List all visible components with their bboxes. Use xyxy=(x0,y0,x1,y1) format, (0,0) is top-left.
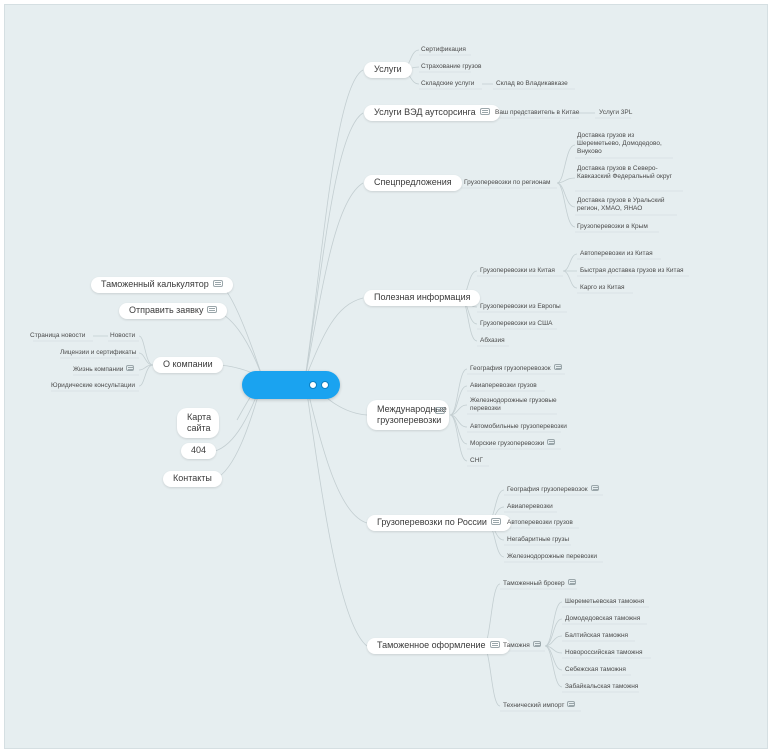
node-uslugi[interactable]: Услуги xyxy=(364,62,412,78)
sub-avto-r[interactable]: Автоперевозки грузов xyxy=(507,519,573,526)
sub-abhaz[interactable]: Абхазия xyxy=(480,337,505,344)
node-mezhd-label: Международные грузоперевозки xyxy=(377,404,447,425)
sub-sng[interactable]: СНГ xyxy=(470,457,483,464)
sub-yurid[interactable]: Юридические консультации xyxy=(51,382,136,389)
node-polez-label: Полезная информация xyxy=(374,292,471,302)
sub-str-nov[interactable]: Страница новости xyxy=(30,332,86,339)
sub-krym[interactable]: Грузоперевозки в Крым xyxy=(577,223,648,230)
sub-geo-m-label: География грузоперевозок xyxy=(470,365,551,372)
sub-licen[interactable]: Лицензии и сертификаты xyxy=(60,349,137,356)
sub-tamozhni[interactable]: Таможня xyxy=(503,641,541,650)
note-icon xyxy=(126,365,135,372)
note-icon xyxy=(489,641,500,649)
node-404-label: 404 xyxy=(191,445,207,455)
node-ved-label: Услуги ВЭД аутсорсинга xyxy=(374,107,476,117)
sub-kargo[interactable]: Карго из Китая xyxy=(580,284,625,291)
node-zayavka[interactable]: Отправить заявку xyxy=(119,303,228,319)
node-polez[interactable]: Полезная информация xyxy=(364,290,481,306)
sub-tech-label: Технический импорт xyxy=(503,702,565,709)
node-spec[interactable]: Спецпредложения xyxy=(364,175,462,191)
note-icon xyxy=(532,641,541,648)
sub-domod[interactable]: Домодедовская таможня xyxy=(565,615,641,622)
sub-more-m-label: Морские грузоперевозки xyxy=(470,440,545,447)
sub-dost-skfo[interactable]: Доставка грузов в Северо-Кавказский Феде… xyxy=(577,165,673,180)
sub-3pl[interactable]: Услуги 3PL xyxy=(599,109,633,116)
sub-zhd-r[interactable]: Железнодорожные перевозки xyxy=(507,553,597,560)
sub-sklad[interactable]: Складские услуги xyxy=(421,80,475,87)
node-uslugi-label: Услуги xyxy=(374,64,402,74)
sub-predst[interactable]: Ваш представитель в Китае xyxy=(495,109,580,116)
node-calc-label: Таможенный калькулятор xyxy=(101,279,209,289)
sub-avia-r[interactable]: Авиаперевозки xyxy=(507,503,553,510)
note-icon xyxy=(567,579,576,586)
note-icon xyxy=(547,439,556,446)
node-mezhd[interactable]: Международные грузоперевозки xyxy=(367,400,449,430)
node-karta-label: Карта сайта xyxy=(187,412,212,433)
note-icon xyxy=(212,280,223,288)
node-kontakty-label: Контакты xyxy=(173,473,212,483)
sub-dost-sher[interactable]: Доставка грузов из Шереметьево, Домодедо… xyxy=(577,132,662,155)
sub-balt[interactable]: Балтийская таможня xyxy=(565,632,629,639)
sub-tech[interactable]: Технический импорт xyxy=(503,701,576,710)
sub-strah[interactable]: Страхование грузов xyxy=(421,63,482,70)
collapse-right-icon[interactable] xyxy=(321,381,329,389)
sub-novosti[interactable]: Новости xyxy=(110,332,136,339)
sub-zabaik[interactable]: Забайкальская таможня xyxy=(565,683,639,690)
note-icon xyxy=(553,364,562,371)
sub-ssha[interactable]: Грузоперевозки из США xyxy=(480,320,553,327)
sub-negab[interactable]: Негабаритные грузы xyxy=(507,536,570,543)
node-zayavka-label: Отправить заявку xyxy=(129,305,204,315)
node-calc[interactable]: Таможенный калькулятор xyxy=(91,277,233,293)
sub-avia-m[interactable]: Авиаперевозки грузов xyxy=(470,382,537,389)
sub-sher[interactable]: Шереметьевская таможня xyxy=(565,598,645,605)
sub-bystr-kit[interactable]: Быстрая доставка грузов из Китая xyxy=(580,267,684,274)
node-rossii-label: Грузоперевозки по России xyxy=(377,517,487,527)
node-spec-label: Спецпредложения xyxy=(374,177,452,187)
collapse-left-icon[interactable] xyxy=(309,381,317,389)
note-icon xyxy=(207,306,218,314)
sub-tamozhni-label: Таможня xyxy=(503,642,530,649)
node-404[interactable]: 404 xyxy=(181,443,217,459)
sub-avto-m[interactable]: Автомобильные грузоперевозки xyxy=(470,423,567,430)
note-icon xyxy=(479,108,490,116)
note-icon xyxy=(567,701,576,708)
root-node[interactable] xyxy=(242,371,340,399)
sub-novor[interactable]: Новороссийская таможня xyxy=(565,649,643,656)
node-kontakty[interactable]: Контакты xyxy=(163,471,222,487)
sub-evropa[interactable]: Грузоперевозки из Европы xyxy=(480,303,561,310)
mind-map-canvas: Услуги Услуги ВЭД аутсорсинга Спецпредло… xyxy=(4,4,768,749)
node-karta[interactable]: Карта сайта xyxy=(177,408,219,438)
sub-sebezh[interactable]: Себежская таможня xyxy=(565,666,626,673)
sub-sklad-vlad[interactable]: Склад во Владикавказе xyxy=(496,80,568,87)
node-tamozh[interactable]: Таможенное оформление xyxy=(367,638,510,654)
sub-zhizn-label: Жизнь компании xyxy=(73,366,124,373)
sub-geo-r-label: География грузоперевозок xyxy=(507,486,588,493)
sub-more-m[interactable]: Морские грузоперевозки xyxy=(470,439,556,448)
sub-dost-ural[interactable]: Доставка грузов в Уральский регион, ХМАО… xyxy=(577,197,665,212)
node-okompanii[interactable]: О компании xyxy=(153,357,223,373)
sub-iz-kitaya[interactable]: Грузоперевозки из Китая xyxy=(480,267,555,274)
sub-zhizn[interactable]: Жизнь компании xyxy=(73,365,135,374)
sub-geo-r[interactable]: География грузоперевозок xyxy=(507,485,599,494)
note-icon xyxy=(590,485,599,492)
sub-geo-m[interactable]: География грузоперевозок xyxy=(470,364,562,373)
sub-sertif[interactable]: Сертификация xyxy=(421,46,466,53)
node-rossii[interactable]: Грузоперевозки по России xyxy=(367,515,511,531)
sub-broker-label: Таможенный брокер xyxy=(503,580,565,587)
note-icon xyxy=(490,518,501,526)
sub-zhd-m[interactable]: Железнодорожные грузовые перевозки xyxy=(470,397,557,412)
sub-broker[interactable]: Таможенный брокер xyxy=(503,579,576,588)
note-icon xyxy=(435,407,445,414)
node-ved[interactable]: Услуги ВЭД аутсорсинга xyxy=(364,105,500,121)
node-okompanii-label: О компании xyxy=(163,359,213,369)
node-tamozh-label: Таможенное оформление xyxy=(377,640,486,650)
sub-po-reg[interactable]: Грузоперевозки по регионам xyxy=(464,179,551,186)
sub-avto-kit[interactable]: Автоперевозки из Китая xyxy=(580,250,653,257)
